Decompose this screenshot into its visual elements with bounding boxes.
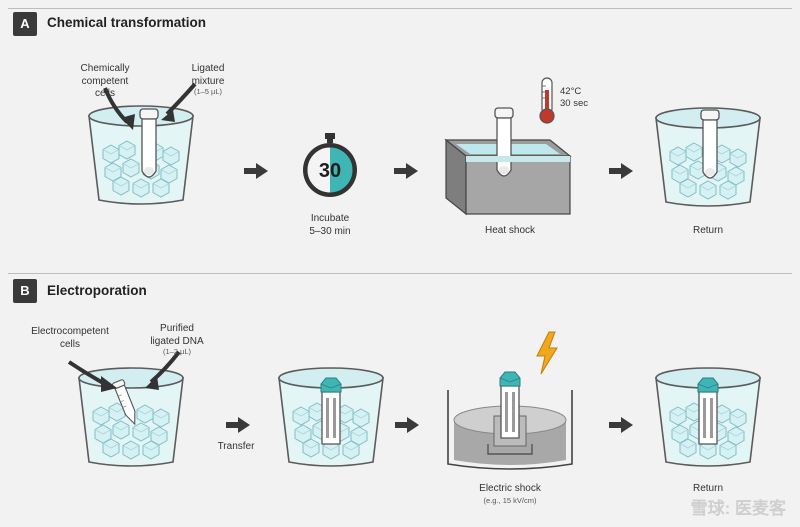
arrow-a2: [394, 163, 418, 179]
lightning-bolt-icon: [536, 331, 558, 375]
ice-bucket-a1: [89, 82, 197, 204]
water-bath: [444, 107, 572, 216]
stopwatch-a: [303, 133, 357, 197]
timer-value: 30: [318, 160, 342, 182]
label-purified-dna: Purified ligated DNA: [150, 323, 204, 347]
panel-b-title: Electroporation: [47, 283, 147, 298]
panel-b-badge: B: [13, 279, 37, 303]
label-incubate: Incubate 5–30 min: [309, 213, 351, 237]
arrow-b3: [609, 417, 633, 433]
label-dna-amount: (1–2 µL): [162, 347, 192, 356]
thermometer: [539, 77, 555, 124]
panel-a-rule: [8, 8, 792, 9]
label-temperature: 42°C 30 sec: [560, 86, 588, 109]
ice-bucket-a2: [656, 108, 760, 206]
label-transfer: Transfer: [217, 441, 255, 452]
label-ligated-mixture: Ligated mixture: [191, 63, 225, 87]
ice-bucket-b2: [279, 368, 383, 466]
ice-bucket-b3: [656, 368, 760, 466]
label-electric-shock: Electric shock: [479, 483, 541, 494]
arrow-a1: [244, 163, 268, 179]
arrow-b2: [395, 417, 419, 433]
label-shock-detail: (e.g., 15 kV/cm): [483, 496, 537, 505]
panel-b-rule: [8, 273, 792, 274]
label-heat-shock: Heat shock: [484, 225, 536, 236]
electroporator: [447, 371, 573, 470]
panel-a-badge: A: [13, 12, 37, 36]
arrow-a3: [609, 163, 633, 179]
label-return-b: Return: [692, 483, 723, 494]
label-return-a: Return: [692, 225, 723, 236]
label-mixture-amount: (1–5 µL): [193, 87, 223, 96]
arrow-b1: [226, 417, 250, 433]
ice-bucket-b1: [67, 350, 183, 466]
label-competent-cells: Chemically competent cells: [80, 63, 130, 99]
label-electrocompetent-cells: Electrocompetent cells: [31, 326, 109, 350]
watermark: 雪球: 医麦客: [690, 499, 786, 518]
panel-a-title: Chemical transformation: [47, 15, 207, 30]
